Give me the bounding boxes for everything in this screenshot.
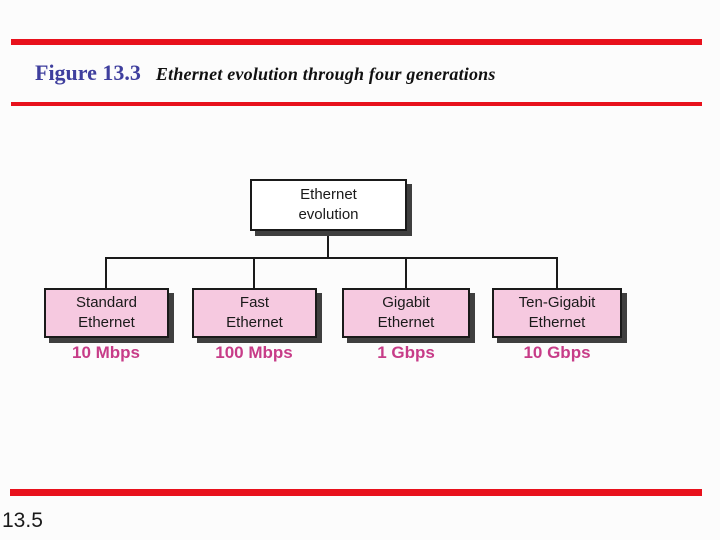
figure-title: Figure 13.3 Ethernet evolution through f… bbox=[35, 60, 496, 86]
diagram-box-ethernet-evolution: Ethernet evolution bbox=[250, 179, 407, 231]
top-red-rule bbox=[11, 39, 702, 45]
diagram-box-standard-ethernet: Standard Ethernet bbox=[44, 288, 169, 338]
box-label-line: Ethernet bbox=[528, 314, 586, 331]
speed-label-fast: 100 Mbps bbox=[215, 343, 293, 362]
title-underline-rule bbox=[11, 102, 702, 106]
connector-horizontal-bar bbox=[105, 257, 558, 259]
box-label-line: Ethernet bbox=[300, 186, 357, 203]
box-label-line: Ethernet bbox=[78, 314, 135, 331]
diagram-box-gigabit-ethernet: Gigabit Ethernet bbox=[342, 288, 470, 338]
connector-drop-standard bbox=[105, 257, 107, 289]
box-label-line: Ten-Gigabit bbox=[518, 294, 596, 311]
box-label-line: Standard bbox=[76, 294, 137, 311]
box-label-line: Ethernet bbox=[226, 314, 283, 331]
connector-drop-fast bbox=[253, 257, 255, 289]
diagram-box-fast-ethernet: Fast Ethernet bbox=[192, 288, 317, 338]
bottom-red-rule bbox=[10, 489, 702, 496]
connector-root-stem bbox=[327, 231, 329, 259]
connector-drop-ten-gigabit bbox=[556, 257, 558, 289]
box-label-line: evolution bbox=[298, 206, 359, 223]
figure-caption: Ethernet evolution through four generati… bbox=[155, 64, 496, 84]
diagram-box-ten-gigabit-ethernet: Ten-Gigabit Ethernet bbox=[492, 288, 622, 338]
connector-drop-gigabit bbox=[405, 257, 407, 289]
box-label-line: Fast bbox=[239, 294, 270, 311]
speed-label-standard: 10 Mbps bbox=[71, 343, 141, 362]
page-number: 13.5 bbox=[2, 509, 43, 532]
figure-number-label: Figure 13.3 bbox=[35, 60, 141, 85]
box-label-line: Ethernet bbox=[377, 314, 435, 331]
speed-label-ten-gigabit: 10 Gbps bbox=[523, 343, 591, 362]
speed-label-gigabit: 1 Gbps bbox=[377, 343, 435, 362]
box-label-line: Gigabit bbox=[382, 294, 430, 311]
